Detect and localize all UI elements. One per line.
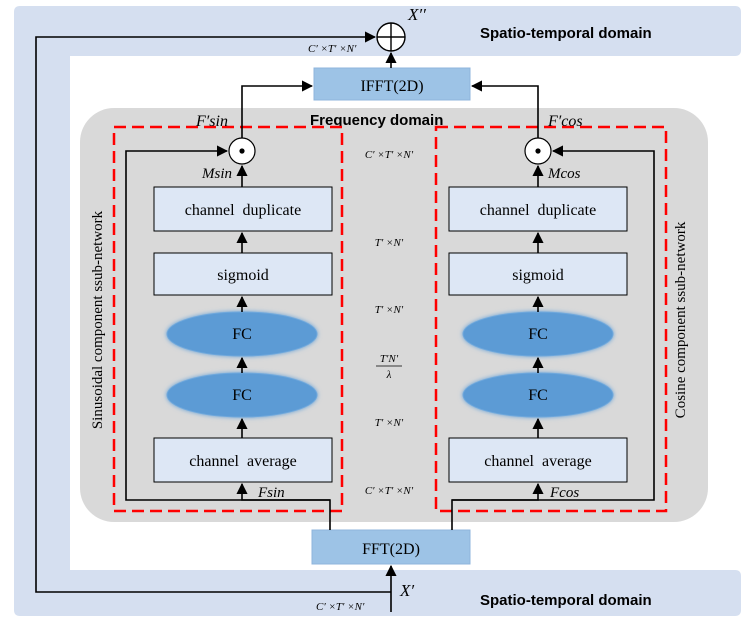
sinusoidal-subnetwork-label: Sinusoidal component ssub-network [90,210,106,429]
left-channel-average-label: channel average [189,453,296,470]
f-sin-label: Fsin [257,485,285,501]
f-cos-output-label: F′cos [547,113,583,130]
right-channel-duplicate-block [448,186,628,232]
right-channel-average-block [448,437,628,483]
x-input-label: X′ [399,581,414,600]
spatio-temporal-label-top: Spatio-temporal domain [480,25,652,42]
fft-label: FFT(2D) [362,541,420,558]
m-sin-label: Msin [201,166,232,182]
cosine-subnetwork-label: Cosine component ssub-network [673,221,689,418]
f-sin-output-label: F′sin [195,113,228,130]
x-output-label: X′′ [407,5,426,24]
right-fc-top-label: FC [528,326,548,343]
right-fc-bottom-label: FC [528,387,548,404]
m-cos-label: Mcos [547,166,581,182]
middle-dim-1: C′ ×T′ ×N′ [365,149,414,161]
left-fc-bottom-label: FC [232,387,252,404]
middle-dim-5: T′ ×N′ [375,417,404,429]
left-channel-duplicate-label: channel duplicate [185,202,301,219]
x-input-dims: C′ ×T′ ×N′ [316,601,365,613]
left-channel-duplicate-block [153,186,333,232]
right-channel-duplicate-label: channel duplicate [480,202,596,219]
middle-dim-4-denominator: λ [386,369,392,381]
left-fc-top-label: FC [232,326,252,343]
ifft-label: IFFT(2D) [360,78,423,95]
connections [35,31,655,612]
f-cos-label: Fcos [549,485,579,501]
middle-dim-2: T′ ×N′ [375,237,404,249]
right-sigmoid-block [448,252,628,296]
fft-block [311,529,471,565]
middle-dim-3: T′ ×N′ [375,304,404,316]
add-operator [376,22,406,52]
middle-dim-4-numerator: T′N′ [380,353,399,365]
frequency-domain-label: Frequency domain [310,112,443,129]
ifft-block [313,67,471,101]
left-sigmoid-label: sigmoid [217,267,269,284]
middle-dim-6: C′ ×T′ ×N′ [365,485,414,497]
left-sigmoid-block [153,252,333,296]
right-channel-average-label: channel average [484,453,591,470]
cosine-subnetwork-box [434,125,668,513]
right-multiply-dot [535,148,541,154]
left-multiply-dot [239,148,245,154]
spatio-temporal-label-bottom: Spatio-temporal domain [480,592,652,609]
sinusoidal-subnetwork-box [112,125,344,513]
left-channel-average-block [153,437,333,483]
right-sigmoid-label: sigmoid [512,267,564,284]
x-output-dims: C′ ×T′ ×N′ [308,43,357,55]
